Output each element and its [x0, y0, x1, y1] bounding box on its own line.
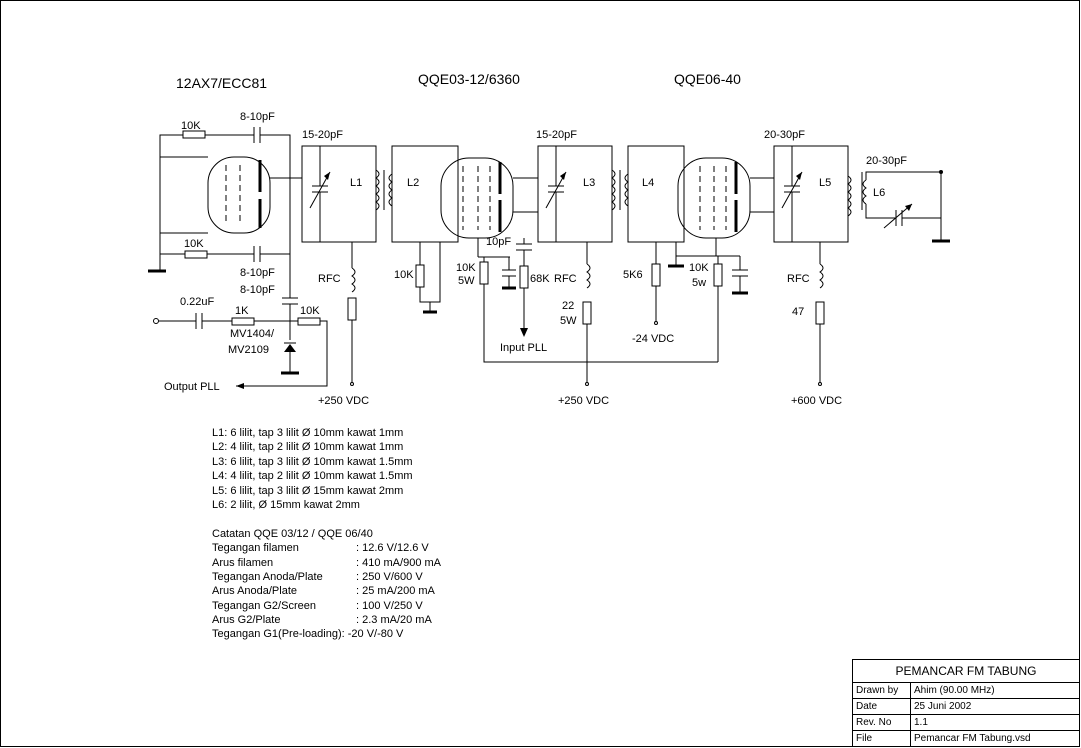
tube1-label: 12AX7/ECC81	[176, 75, 267, 91]
label-5k6: 5K6	[623, 269, 643, 281]
label-47: 47	[792, 306, 804, 318]
coil-note: L4: 4 lilit, tap 2 lilit Ø 10mm kawat 1.…	[212, 470, 413, 483]
varicap-diode	[284, 344, 296, 352]
label-22-5w: 5W	[560, 315, 577, 327]
label-l6: L6	[873, 187, 885, 199]
resistor-10k-c	[297, 317, 321, 326]
label-l1: L1	[350, 177, 362, 189]
spec-row: Tegangan G2/Screen: 100 V/250 V	[212, 599, 423, 612]
spec-row-last: Tegangan G1(Pre-loading): -20 V/-80 V	[212, 628, 404, 641]
label-10k-bottom: 10K	[184, 238, 204, 250]
coil-note: L2: 4 lilit, tap 2 lilit Ø 10mm kawat 1m…	[212, 441, 404, 454]
label-5w-a: 5W	[458, 275, 475, 287]
label-input-pll: Input PLL	[500, 342, 547, 354]
label-22: 22	[562, 300, 574, 312]
coil-note: L6: 2 lilit, Ø 15mm kawat 2mm	[212, 498, 360, 511]
label-250vdc-b: +250 VDC	[558, 395, 609, 407]
label-68k: 68K	[530, 273, 550, 285]
label-8-10pf-top: 8-10pF	[240, 111, 275, 123]
label-10k-5w-b: 10K	[689, 262, 709, 274]
spec-title: Catatan QQE 03/12 / QQE 06/40	[212, 527, 373, 540]
label-varicap-2: MV2109	[228, 344, 269, 356]
tube3-label: QQE06-40	[674, 71, 741, 87]
tank1	[301, 145, 459, 386]
label-20-30pf-b: 20-30pF	[866, 155, 907, 167]
label-neg24vdc: -24 VDC	[632, 333, 674, 345]
resistor-10k-bottom	[184, 250, 208, 259]
resistor-1k	[231, 317, 255, 326]
label-10k-5w-a: 10K	[456, 262, 476, 274]
tube2-label: QQE03-12/6360	[418, 71, 520, 87]
spec-row: Arus Anoda/Plate: 25 mA/200 mA	[212, 585, 435, 598]
spec-row: Arus filamen: 410 mA/900 mA	[212, 556, 441, 569]
label-10k-top: 10K	[181, 120, 201, 132]
label-varicap-1: MV1404/	[230, 328, 275, 340]
label-15-20pf-a: 15-20pF	[302, 129, 343, 141]
label-l3: L3	[583, 177, 595, 189]
label-rfc1: RFC	[318, 273, 341, 285]
label-l4: L4	[642, 177, 654, 189]
coil-note: L5: 6 lilit, tap 3 lilit Ø 15mm kawat 2m…	[212, 484, 404, 497]
label-10k-c: 10K	[300, 305, 320, 317]
tube3	[668, 157, 774, 362]
label-8-10pf-b2: 8-10pF	[240, 284, 275, 296]
label-15-20pf-b: 15-20pF	[536, 129, 577, 141]
label-rfc3: RFC	[787, 273, 810, 285]
coil-note: L3: 6 lilit, tap 3 lilit Ø 10mm kawat 1.…	[212, 455, 413, 468]
label-l2: L2	[407, 177, 419, 189]
label-20-30pf-a: 20-30pF	[764, 129, 805, 141]
input-terminal	[153, 318, 159, 324]
label-rfc2: RFC	[554, 273, 577, 285]
label-output-pll: Output PLL	[164, 381, 220, 393]
title-block-title: PEMANCAR FM TABUNG	[853, 660, 1079, 683]
label-600vdc: +600 VDC	[791, 395, 842, 407]
spec-row: Tegangan filamen: 12.6 V/12.6 V	[212, 542, 429, 555]
label-1k: 1K	[235, 305, 249, 317]
resistor-10k-top	[182, 130, 206, 139]
label-250vdc-a: +250 VDC	[318, 395, 369, 407]
tube1-envelope	[207, 156, 271, 234]
label-022uf: 0.22uF	[180, 296, 215, 308]
tank2	[537, 145, 685, 386]
label-8-10pf-b1: 8-10pF	[240, 267, 275, 279]
label-10k-a: 10K	[394, 269, 414, 281]
label-5w-b: 5w	[692, 277, 706, 289]
label-l5: L5	[819, 177, 831, 189]
stage1-oscillator	[148, 127, 328, 389]
notes-block: L1: 6 lilit, tap 3 lilit Ø 10mm kawat 1m…	[212, 426, 441, 642]
tank3-output	[773, 145, 950, 386]
label-10pf: 10pF	[486, 236, 511, 248]
spec-row: Tegangan Anoda/Plate: 250 V/600 V	[212, 570, 423, 583]
coil-note: L1: 6 lilit, tap 3 lilit Ø 10mm kawat 1m…	[212, 427, 404, 439]
spec-row: Arus G2/Plate: 2.3 mA/20 mA	[212, 614, 432, 627]
tube2	[440, 157, 718, 363]
